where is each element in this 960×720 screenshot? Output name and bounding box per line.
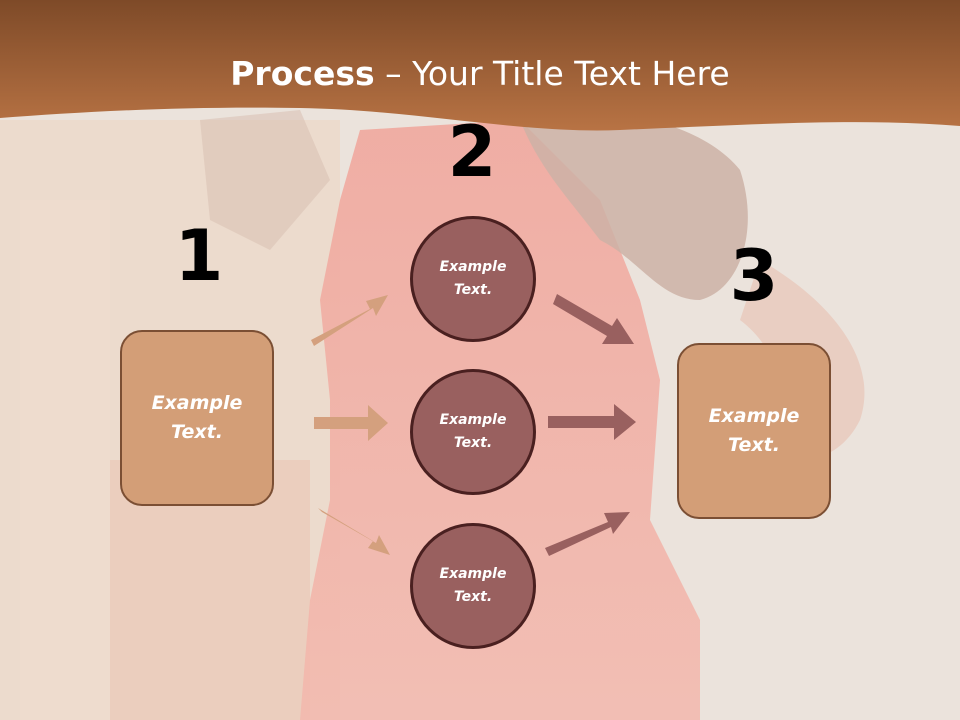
circle-top-text: Example Text. [439, 259, 507, 298]
circle-top: Example Text. [410, 216, 536, 342]
arrow-right-down [545, 512, 630, 556]
title-bold: Process [230, 54, 375, 93]
header-band [0, 0, 960, 131]
step-number-2: 2 [447, 111, 497, 193]
arrow-right-up [553, 294, 634, 344]
arrow-left-down [318, 508, 390, 555]
arrow-right-mid [548, 404, 636, 440]
right-box-text: Example Text. [708, 405, 800, 456]
circle-middle: Example Text. [410, 369, 536, 495]
step-number-1: 1 [174, 215, 224, 297]
left-box-text: Example Text. [151, 392, 243, 443]
title-rest: – Your Title Text Here [374, 54, 730, 93]
circle-bottom: Example Text. [410, 523, 536, 649]
right-box: Example Text. [677, 343, 831, 519]
step-number-3: 3 [729, 235, 779, 317]
arrow-left-mid [314, 405, 388, 441]
arrow-left-up [311, 295, 388, 346]
left-box: Example Text. [120, 330, 274, 506]
circle-middle-text: Example Text. [439, 412, 507, 451]
slide-title: Process – Your Title Text Here [0, 52, 960, 96]
circle-bottom-text: Example Text. [439, 566, 507, 605]
